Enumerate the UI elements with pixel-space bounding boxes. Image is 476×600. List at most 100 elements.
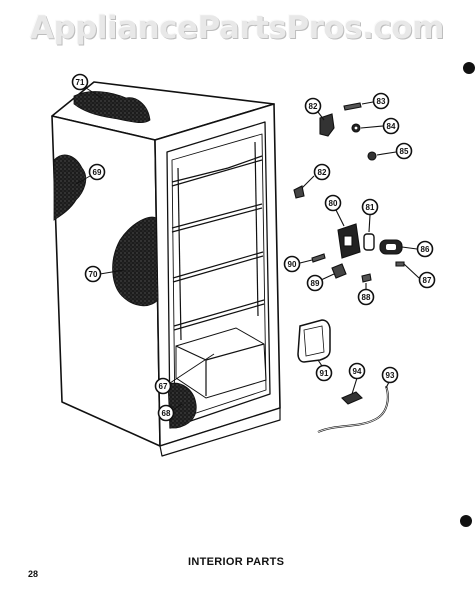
insulation-mid-side (112, 216, 159, 307)
shelf-4-edge (173, 303, 265, 331)
cabinet-front-opening (166, 121, 271, 429)
shelf-3 (172, 251, 264, 279)
callout-circle (372, 92, 390, 110)
basket-rim (175, 345, 207, 361)
parts-cluster (293, 101, 420, 433)
leader-67 (169, 353, 215, 384)
callout-70: 70 (84, 265, 102, 283)
cabinet-base (159, 407, 281, 457)
shelf-1 (171, 155, 263, 183)
shelf-rail-right (254, 141, 259, 317)
callout-text: 89 (311, 279, 320, 288)
shelf-rail-left (177, 167, 182, 341)
callout-69: 69 (88, 163, 106, 181)
part-82-clip (293, 185, 305, 199)
part-80-housing-window (343, 235, 353, 247)
callout-circle (306, 274, 324, 292)
shelf-1-edge (171, 159, 263, 187)
leader-69 (75, 175, 91, 185)
callout-81: 81 (361, 198, 379, 216)
part-82-leader (317, 111, 325, 121)
callout-circle (84, 265, 102, 283)
callout-68: 68 (157, 404, 175, 422)
part-90-screw (311, 253, 326, 263)
callout-circle (357, 288, 375, 306)
insulation-upper-side (53, 154, 87, 221)
diagram-caption: INTERIOR PARTS (188, 556, 285, 568)
part-81-leader (368, 214, 371, 233)
callout-87: 87 (418, 271, 436, 289)
callout-text: 91 (320, 369, 329, 378)
part-80-leader (335, 209, 345, 227)
callout-circle (157, 404, 175, 422)
registration-mark-top (463, 62, 475, 74)
part-90-leader (299, 259, 313, 264)
callout-71: 71 (71, 73, 89, 91)
callout-circle (304, 97, 322, 115)
part-87-screw (395, 261, 405, 267)
bottom-basket (175, 327, 267, 399)
insulation-lower-front (167, 382, 197, 429)
callout-text: 82 (318, 168, 327, 177)
shelf-4 (173, 299, 265, 327)
callout-text: 85 (400, 147, 409, 156)
callout-93: 93 (381, 366, 399, 384)
callout-circle (418, 271, 436, 289)
callout-circle (313, 163, 331, 181)
callout-text: 90 (288, 260, 297, 269)
part-82-lower-leader (301, 175, 315, 189)
part-89-leader (320, 273, 335, 281)
part-86-leader (401, 246, 418, 250)
callout-94: 94 (348, 362, 366, 380)
callout-circle (395, 142, 413, 160)
callout-text: 84 (387, 122, 396, 131)
callout-83: 83 (372, 92, 390, 110)
part-85-leader (376, 151, 397, 156)
cabinet-leaders (75, 87, 215, 411)
callout-circle (283, 255, 301, 273)
leader-71 (85, 87, 103, 99)
callout-circle (361, 198, 379, 216)
shelf-2-edge (171, 207, 263, 233)
watermark: AppliancePartsPros.com (30, 10, 444, 46)
insulation-patches (53, 91, 197, 429)
callout-text: 71 (76, 78, 85, 87)
callout-circle (154, 377, 172, 395)
callout-text: 94 (353, 367, 362, 376)
callout-text: 87 (423, 276, 432, 285)
part-85-nut (367, 151, 377, 161)
callout-circle (381, 366, 399, 384)
shelf-2 (171, 203, 263, 229)
part-89-bracket (331, 263, 347, 279)
callout-circle (88, 163, 106, 181)
callout-text: 68 (162, 409, 171, 418)
callout-text: 70 (89, 270, 98, 279)
part-83-leader (361, 101, 374, 105)
callout-text: 88 (362, 293, 371, 302)
registration-mark-bottom (460, 515, 472, 527)
leader-70 (99, 269, 125, 275)
callout-circle (315, 364, 333, 382)
callout-84: 84 (382, 117, 400, 135)
callout-circle (71, 73, 89, 91)
callout-91: 91 (315, 364, 333, 382)
part-87-leader (403, 263, 420, 279)
callout-text: 80 (329, 199, 338, 208)
part-94-socket (341, 391, 363, 405)
part-88-screw (361, 273, 372, 283)
basket-rim-2 (205, 343, 265, 361)
callout-82: 82 (304, 97, 322, 115)
cabinet-liner (171, 133, 267, 421)
callout-text: 86 (421, 245, 430, 254)
callout-text: 81 (366, 203, 375, 212)
callout-circle (324, 194, 342, 212)
part-84-washer-hole (354, 126, 358, 130)
interior-shelves (171, 141, 267, 399)
part-91-leader (317, 359, 323, 367)
callout-circle (382, 117, 400, 135)
part-84-leader (360, 125, 384, 129)
callout-86: 86 (416, 240, 434, 258)
